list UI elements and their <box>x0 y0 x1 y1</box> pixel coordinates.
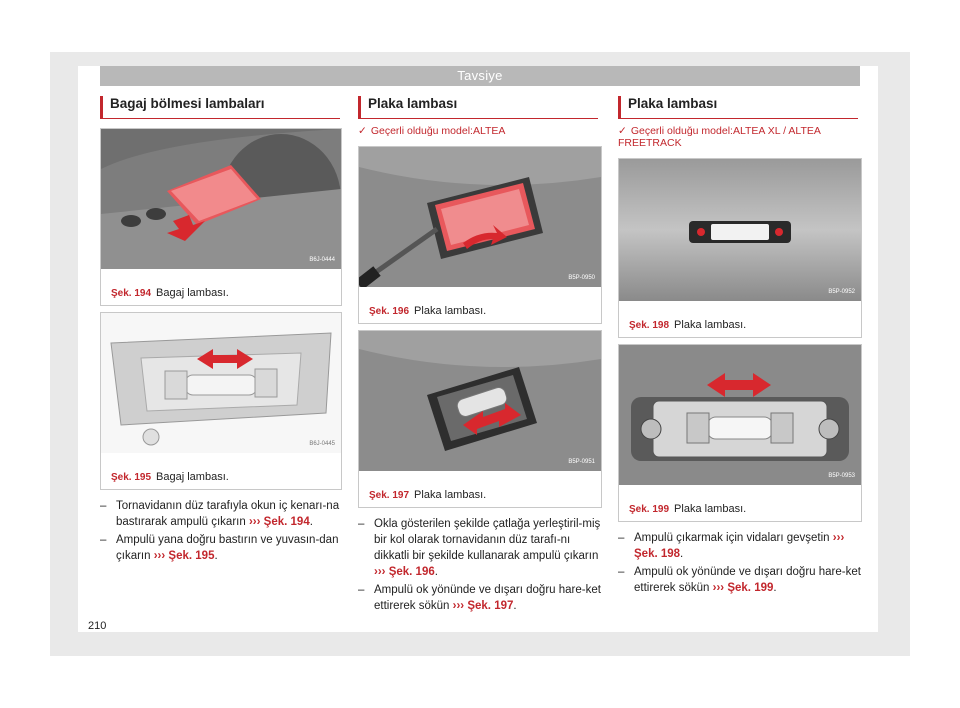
column-trunk-lights: Bagaj bölmesi lambaları <box>100 96 340 123</box>
figure-link[interactable]: Şek. 198 <box>634 548 681 560</box>
list-item: –Ampulü ok yönünde ve dışarı doğru hare-… <box>618 566 861 594</box>
figure-image <box>619 345 861 485</box>
figure-number: Şek. 198 <box>629 320 670 331</box>
trunk-lamp-bulb-illustration <box>101 313 341 453</box>
instruction-list: –Ampulü çıkarmak için vidaları gevşetin … <box>618 530 862 598</box>
caption-text: Plaka lambası. <box>414 305 487 317</box>
figure-196: B5P-0950 Şek. 196 Plaka lambası. <box>358 146 602 324</box>
figure-caption: Şek. 197 Plaka lambası. <box>369 489 486 501</box>
figure-code: B5P-0953 <box>828 473 855 479</box>
caption-text: Bagaj lambası. <box>156 287 229 299</box>
figure-image <box>101 129 341 269</box>
caption-text: Bagaj lambası. <box>156 471 229 483</box>
instruction-list: –Okla gösterilen şekilde çatlağa yerleşt… <box>358 516 602 616</box>
figure-caption: Şek. 195 Bagaj lambası. <box>111 471 229 483</box>
figure-code: B5P-0951 <box>568 459 595 465</box>
figure-caption: Şek. 194 Bagaj lambası. <box>111 287 229 299</box>
figure-link[interactable]: Şek. 196 <box>388 566 435 578</box>
check-icon: ✓ <box>618 125 627 137</box>
list-item: –Okla gösterilen şekilde çatlağa yerleşt… <box>358 518 601 578</box>
instruction-list: –Tornavidanın düz tarafıyla okun iç kena… <box>100 498 340 566</box>
section-banner: Tavsiye <box>100 66 860 86</box>
caption-text: Plaka lambası. <box>674 319 747 331</box>
plate-light-screwdriver-illustration <box>359 147 601 287</box>
model-validity: ✓Geçerli olduğu model:ALTEA <box>358 125 506 137</box>
figure-number: Şek. 199 <box>629 504 670 515</box>
figure-number: Şek. 197 <box>369 490 410 501</box>
figure-code: B5P-0950 <box>568 275 595 281</box>
list-item: –Ampulü ok yönünde ve dışarı doğru hare-… <box>358 584 601 612</box>
figure-link[interactable]: Şek. 199 <box>727 582 774 594</box>
figure-198: B5P-0952 Şek. 198 Plaka lambası. <box>618 158 862 338</box>
figure-195: B6J-0445 Şek. 195 Bagaj lambası. <box>100 312 342 490</box>
caption-text: Plaka lambası. <box>414 489 487 501</box>
figure-code: B6J-0445 <box>309 441 335 447</box>
figure-199: B5P-0953 Şek. 199 Plaka lambası. <box>618 344 862 522</box>
trunk-light-illustration <box>101 129 341 269</box>
figure-caption: Şek. 199 Plaka lambası. <box>629 503 746 515</box>
caption-text: Plaka lambası. <box>674 503 747 515</box>
plate-light-housing-illustration <box>619 159 861 301</box>
column-plate-light-altea: Plaka lambası ✓Geçerli olduğu model:ALTE… <box>358 96 598 137</box>
model-validity: ✓Geçerli olduğu model:ALTEA XL / ALTEA F… <box>618 125 821 149</box>
plate-light-bulb-illustration <box>619 345 861 485</box>
figure-link[interactable]: Şek. 195 <box>168 550 215 562</box>
figure-image <box>359 331 601 471</box>
figure-197: B5P-0951 Şek. 197 Plaka lambası. <box>358 330 602 508</box>
figure-link[interactable]: Şek. 197 <box>467 600 514 612</box>
column-plate-light-altea-xl: Plaka lambası ✓Geçerli olduğu model:ALTE… <box>618 96 858 149</box>
figure-code: B6J-0444 <box>309 257 335 263</box>
figure-image <box>101 313 341 453</box>
figure-link[interactable]: Şek. 194 <box>263 516 310 528</box>
section-heading: Plaka lambası <box>358 96 598 119</box>
figure-caption: Şek. 198 Plaka lambası. <box>629 319 746 331</box>
figure-194: B6J-0444 Şek. 194 Bagaj lambası. <box>100 128 342 306</box>
section-heading: Bagaj bölmesi lambaları <box>100 96 340 119</box>
figure-code: B5P-0952 <box>828 289 855 295</box>
list-item: –Tornavidanın düz tarafıyla okun iç kena… <box>100 500 340 528</box>
plate-bulb-removal-illustration <box>359 331 601 471</box>
figure-number: Şek. 194 <box>111 288 152 299</box>
section-heading: Plaka lambası <box>618 96 858 119</box>
figure-image <box>359 147 601 287</box>
list-item: –Ampulü çıkarmak için vidaları gevşetin … <box>618 532 845 560</box>
check-icon: ✓ <box>358 125 367 137</box>
figure-number: Şek. 195 <box>111 472 152 483</box>
list-item: –Ampulü yana doğru bastırın ve yuvasın-d… <box>100 534 339 562</box>
figure-number: Şek. 196 <box>369 306 410 317</box>
figure-image <box>619 159 861 301</box>
figure-caption: Şek. 196 Plaka lambası. <box>369 305 486 317</box>
page-number: 210 <box>88 620 107 632</box>
